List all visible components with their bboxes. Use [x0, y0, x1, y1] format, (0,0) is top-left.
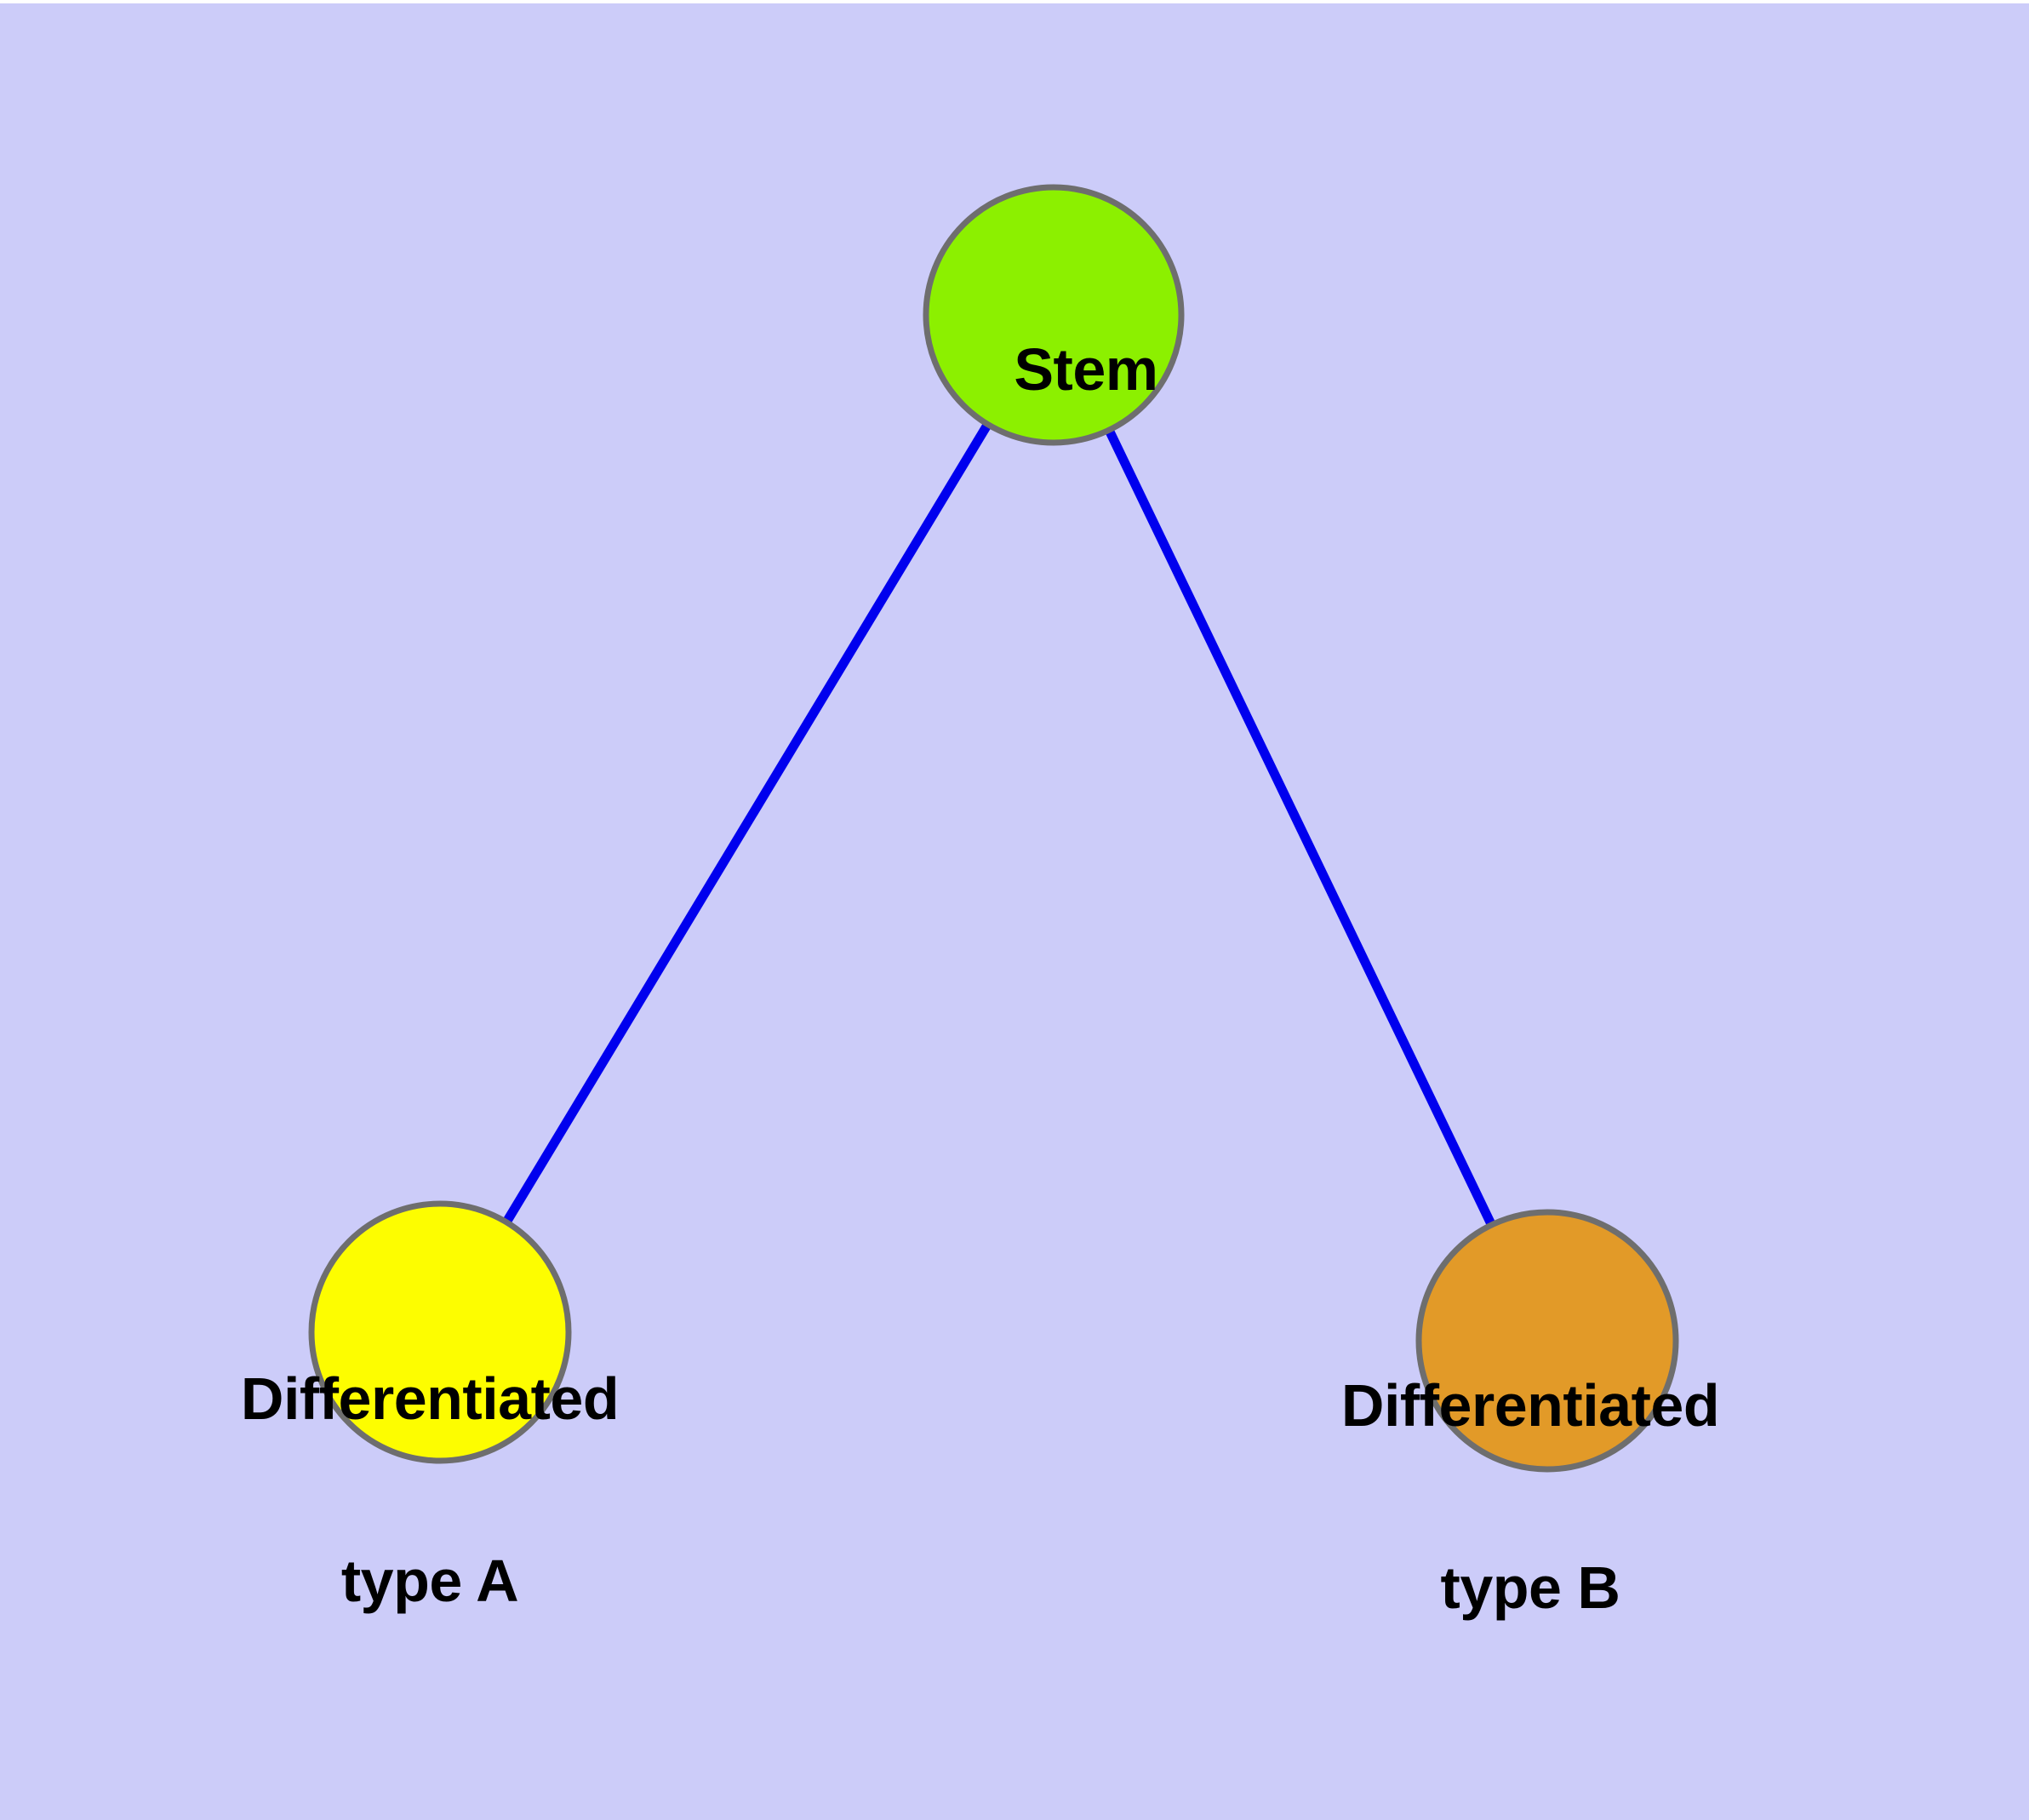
edge-stem-to-differentiated-b: [1106, 430, 1495, 1225]
node-label-differentiated-type-b: Differentiated type B: [1275, 1254, 1786, 1740]
node-label-stem: Stem: [798, 279, 1309, 461]
node-label-differentiated-type-a: Differentiated type A: [174, 1247, 685, 1733]
node-label-a-line2: type A: [340, 1547, 519, 1614]
node-layer: [308, 184, 1679, 1473]
node-label-a-line1: Differentiated: [240, 1365, 620, 1432]
node-differentiated-type-b[interactable]: [1415, 1209, 1679, 1473]
node-differentiated-type-a[interactable]: [308, 1200, 572, 1464]
node-label-b-line1: Differentiated: [1340, 1371, 1720, 1439]
node-label-b-line2: type B: [1440, 1554, 1620, 1621]
node-stem[interactable]: [923, 184, 1185, 446]
edge-layer: [503, 424, 1495, 1225]
node-label-stem-text: Stem: [1014, 336, 1158, 403]
edge-stem-to-differentiated-a: [503, 424, 991, 1222]
